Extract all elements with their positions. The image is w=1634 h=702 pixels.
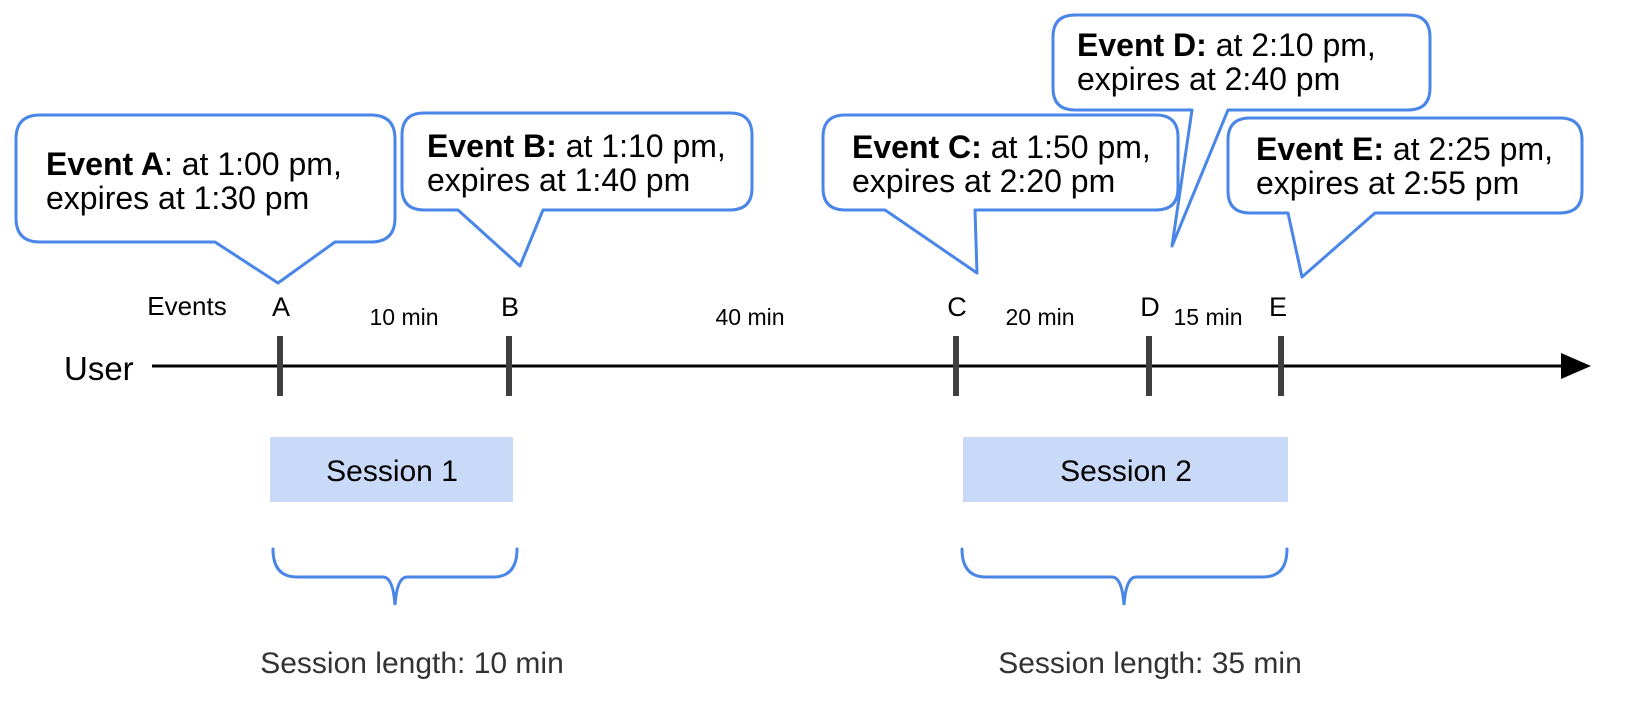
speech-bubble-c: [821, 113, 1180, 275]
bubble-e-line2: expires at 2:55 pm: [1256, 165, 1519, 201]
session-2-label: Session 2: [1060, 455, 1192, 488]
session-2-box: [963, 437, 1288, 502]
bubble-c-line1: Event C: at 1:50 pm,: [852, 129, 1151, 165]
session-2-length-label: Session length: 35 min: [998, 647, 1302, 680]
tick-a: [277, 336, 283, 396]
speech-bubble-e: [1226, 116, 1584, 279]
events-label: Events: [147, 291, 227, 321]
timeline-layer: Events User A B C D E 10 min 40 min 20 m…: [64, 291, 1591, 396]
session-1-brace: [271, 547, 519, 606]
tick-d: [1146, 336, 1152, 396]
session-2-brace: [960, 547, 1289, 606]
bubble-d-line1: Event D: at 2:10 pm,: [1077, 27, 1376, 63]
tick-label-a: A: [272, 292, 290, 322]
interval-label-b-c: 40 min: [715, 304, 784, 330]
tick-b: [506, 336, 512, 396]
tick-label-b: B: [501, 292, 519, 322]
tick-label-c: C: [947, 292, 967, 322]
timeline-arrowhead-icon: [1561, 353, 1591, 379]
brace-layer: [271, 547, 1289, 606]
tick-c: [953, 336, 959, 396]
speech-bubble-a: [14, 113, 397, 285]
tick-label-d: D: [1140, 292, 1160, 322]
session-layer: [270, 437, 1288, 502]
interval-label-c-d: 20 min: [1005, 304, 1074, 330]
event-a-time: : at 1:00 pm,: [164, 146, 342, 182]
event-d-title: Event D:: [1077, 27, 1207, 63]
bubble-text-layer: Event A: at 1:00 pm, expires at 1:30 pm …: [46, 27, 1553, 216]
event-e-time: at 2:25 pm,: [1384, 131, 1553, 167]
interval-label-d-e: 15 min: [1173, 304, 1242, 330]
speech-bubble-b: [400, 111, 754, 268]
bubble-a-line1: Event A: at 1:00 pm,: [46, 146, 342, 182]
bubble-b-line1: Event B: at 1:10 pm,: [427, 128, 726, 164]
user-label: User: [64, 350, 134, 387]
event-e-title: Event E:: [1256, 131, 1384, 167]
event-d-time: at 2:10 pm,: [1207, 27, 1376, 63]
event-c-time: at 1:50 pm,: [982, 129, 1151, 165]
interval-label-a-b: 10 min: [369, 304, 438, 330]
bubble-a-line2: expires at 1:30 pm: [46, 180, 309, 216]
session-1-box: [270, 437, 513, 502]
bubble-e-line1: Event E: at 2:25 pm,: [1256, 131, 1553, 167]
bubble-c-line2: expires at 2:20 pm: [852, 163, 1115, 199]
speech-bubble-d: [1051, 13, 1432, 248]
bubble-b-line2: expires at 1:40 pm: [427, 162, 690, 198]
tick-e: [1278, 336, 1284, 396]
tick-label-e: E: [1269, 292, 1287, 322]
session-1-label: Session 1: [326, 455, 458, 488]
event-c-title: Event C:: [852, 129, 982, 165]
bubble-d-line2: expires at 2:40 pm: [1077, 61, 1340, 97]
tick-layer: [277, 336, 1284, 396]
event-a-title: Event A: [46, 146, 164, 182]
session-1-length-label: Session length: 10 min: [260, 647, 564, 680]
bubble-layer: [14, 13, 1584, 285]
event-b-time: at 1:10 pm,: [557, 128, 726, 164]
event-b-title: Event B:: [427, 128, 557, 164]
